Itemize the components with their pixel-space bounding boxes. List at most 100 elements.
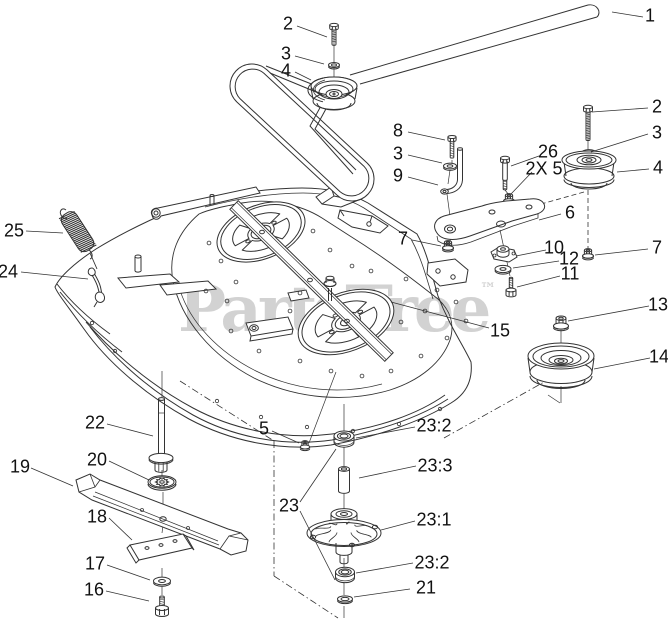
callout-label-3-right: 3 — [652, 123, 662, 143]
callout-label-4-right: 4 — [653, 158, 663, 178]
callout-leader-11 — [516, 275, 561, 288]
callout-label-6: 6 — [565, 203, 575, 223]
callout-label-1: 1 — [645, 6, 655, 26]
callout-label-3-mid: 3 — [393, 144, 403, 164]
callout-label-11: 11 — [561, 264, 580, 284]
callout-leader-5-left — [271, 430, 300, 444]
callout-leader-15 — [390, 301, 490, 329]
callout-leader-23-2-bottom — [355, 562, 414, 574]
bolt26-nut5 — [500, 155, 515, 206]
callout-label-12: 12 — [559, 249, 579, 269]
callout-label-8: 8 — [393, 121, 403, 141]
callout-label-18: 18 — [87, 507, 107, 527]
callout-leader-2-top — [296, 25, 328, 38]
callout-leader-13 — [567, 305, 650, 322]
blade-bolt22 — [148, 397, 174, 473]
deck-bolt — [323, 275, 337, 301]
spring — [59, 208, 98, 270]
deck-holes — [89, 228, 469, 434]
callout-label-2x5: 2X 5 — [525, 159, 562, 179]
deck-idler-mount-bracket — [426, 258, 469, 287]
callout-label-23: 23 — [279, 496, 299, 516]
callout-label-17: 17 — [85, 554, 105, 574]
belt — [229, 4, 600, 202]
callout-label-5-left: 5 — [259, 419, 269, 439]
callout-leader-25 — [25, 230, 64, 234]
ring21 — [337, 595, 353, 605]
idler-arm — [434, 198, 546, 246]
callout-leader-23 — [299, 448, 337, 503]
deck-spring-post — [134, 254, 142, 273]
callout-label-13: 13 — [648, 295, 668, 315]
link24 — [87, 267, 106, 308]
callout-leader-9 — [407, 176, 439, 186]
callout-leader-26 — [510, 155, 540, 167]
callout-label-16: 16 — [84, 580, 104, 600]
callout-leader-4-top — [294, 71, 312, 81]
callout-label-2-top: 2 — [283, 14, 293, 34]
callout-label-26: 26 — [538, 142, 558, 162]
spindle-housing — [306, 508, 382, 565]
callout-leader-23-3 — [358, 465, 417, 479]
callout-leader-22 — [106, 423, 154, 437]
pulley14 — [527, 342, 595, 389]
bolt8-washer-jbolt — [440, 134, 463, 195]
callout-leader-24 — [20, 271, 89, 280]
callout-leader-4-right — [616, 168, 650, 173]
callout-leader-1 — [611, 11, 644, 18]
callout-leader-2-right — [591, 107, 649, 113]
callout-leader-21 — [353, 588, 411, 598]
spindle-spacer — [338, 466, 350, 494]
blade-plate18 — [126, 533, 195, 564]
callout-label-10: 10 — [544, 238, 564, 258]
spindle-bearing-bottom — [335, 566, 355, 584]
blade19 — [75, 473, 249, 556]
bolt16 — [155, 595, 169, 617]
callout-label-7-right: 7 — [652, 238, 662, 258]
callout-label-15: 15 — [490, 321, 510, 341]
callout-leader-23 — [299, 510, 336, 581]
callout-label-23-2-bottom: 23:2 — [414, 553, 449, 573]
callout-leader-20 — [108, 460, 150, 481]
callout-leader-8 — [407, 131, 446, 141]
trademark-symbol: ™ — [480, 279, 496, 298]
callout-leader-17 — [106, 564, 151, 581]
callout-leader-3-mid — [407, 154, 443, 164]
callout-leader-12 — [512, 260, 560, 269]
callout-label-3-top: 3 — [281, 44, 291, 64]
callout-leader-6 — [538, 213, 562, 221]
callout-label-9: 9 — [393, 166, 403, 186]
drawing — [54, 4, 617, 619]
callout-leader-23-2-top — [355, 426, 416, 439]
callout-label-23-3: 23:3 — [417, 456, 452, 476]
callout-label-21: 21 — [416, 578, 436, 598]
callout-label-14: 14 — [649, 347, 668, 367]
phantom-lines — [161, 30, 589, 619]
deck-step-bracket — [337, 209, 389, 234]
callout-label-24: 24 — [0, 262, 18, 282]
callout-label-23-1: 23:1 — [416, 510, 451, 530]
screw5 — [299, 440, 311, 452]
callout-label-4-top: 4 — [281, 61, 291, 81]
callout-leader-10 — [515, 249, 547, 257]
nut13 — [553, 315, 569, 332]
callout-leader-18 — [108, 517, 133, 541]
callout-leader-14 — [593, 357, 651, 370]
deck-box-bracket — [245, 316, 294, 342]
engine-pulley-assembly — [307, 22, 358, 111]
deck-left-wedge-plates — [117, 273, 218, 296]
callout-label-22: 22 — [85, 413, 105, 433]
callout-leader-2x5 — [510, 171, 533, 195]
deck-housing — [54, 186, 472, 448]
callout-label-23-2-top: 23:2 — [416, 416, 451, 436]
callout-leader-7-left — [411, 239, 442, 247]
callout-label-2-right: 2 — [652, 97, 662, 117]
washer17 — [153, 576, 171, 587]
callout-leader-7-right — [594, 248, 649, 256]
callout-label-25: 25 — [4, 221, 24, 241]
callout-leader-3-right — [590, 133, 649, 153]
callout-label-20: 20 — [87, 450, 107, 470]
callout-leader-16 — [105, 590, 150, 602]
